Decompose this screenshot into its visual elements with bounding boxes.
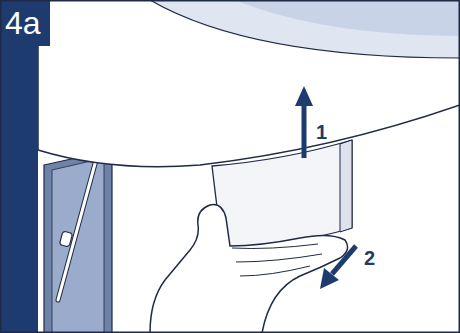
arrow-down-head	[320, 268, 339, 289]
appliance-top	[150, 0, 460, 58]
step-number: 4a	[5, 7, 41, 39]
door-panel	[44, 150, 112, 333]
arrow-up	[302, 102, 307, 158]
hand	[150, 205, 348, 333]
step-badge	[0, 0, 50, 46]
finger-line	[240, 266, 310, 276]
callout-number: 1	[316, 122, 327, 142]
rod-highlight	[58, 160, 96, 300]
rod	[58, 160, 96, 300]
door-inner	[52, 158, 104, 333]
arrow-up-head	[295, 86, 313, 106]
tray-edge	[340, 140, 352, 232]
appliance-top-shade	[235, 0, 460, 36]
appliance-body	[38, 0, 460, 167]
side-band	[0, 0, 38, 333]
rod-knob	[59, 231, 72, 247]
arrow-down	[332, 246, 356, 274]
finger-line	[236, 254, 322, 262]
callout-number: 2	[364, 248, 375, 268]
tray-part	[212, 140, 352, 248]
finger-line	[232, 244, 318, 249]
